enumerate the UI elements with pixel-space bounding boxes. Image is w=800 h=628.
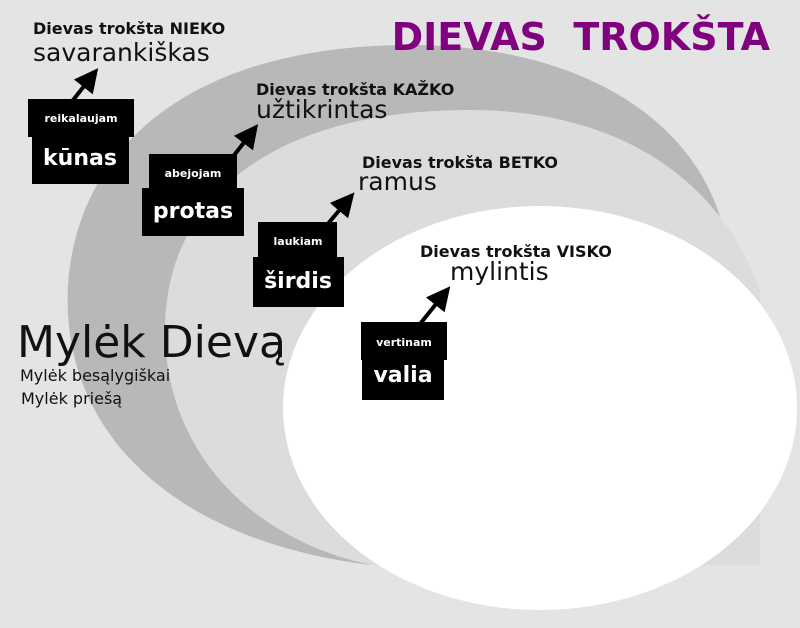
inner-ring <box>283 206 797 610</box>
box-title-sirdis: širdis <box>264 269 332 294</box>
box-title-protas: protas <box>153 199 233 224</box>
sub-line-priesa: Mylėk priešą <box>21 389 122 408</box>
box-sub-laukiam: laukiam <box>274 235 323 248</box>
level-value-uztikrintas: užtikrintas <box>256 95 387 124</box>
arrow-protas <box>230 124 259 160</box>
page-title: DIEVAS TROKŠTA <box>392 15 771 59</box>
box-sub-vertinam: vertinam <box>376 336 432 349</box>
box-title-kunas: kūnas <box>43 146 117 171</box>
level-value-savarankiskas: savarankiškas <box>33 38 210 67</box>
arrow-valia <box>418 286 451 326</box>
main-text-myl-dieva: Mylėk Dievą <box>17 317 286 368</box>
box-valia: vertinam valia <box>361 322 447 400</box>
level-value-ramus: ramus <box>358 167 437 196</box>
box-sub-reikalaujam: reikalaujam <box>44 112 117 125</box>
box-kunas: reikalaujam kūnas <box>28 99 134 184</box>
level-label-kazko: Dievas trokšta KAŽKO <box>256 80 454 99</box>
sub-line-besalygiskai: Mylėk besąlygiškai <box>20 366 170 385</box>
box-title-valia: valia <box>373 363 432 388</box>
level-label-visko: Dievas trokšta VISKO <box>420 242 612 261</box>
arrow-sirdis <box>324 192 355 228</box>
level-value-mylintis: mylintis <box>450 257 549 286</box>
box-sirdis: laukiam širdis <box>253 222 344 307</box>
level-label-betko: Dievas trokšta BETKO <box>362 153 558 172</box>
box-sub-abejojam: abejojam <box>165 167 222 180</box>
box-protas: abejojam protas <box>142 154 244 236</box>
level-label-nieko: Dievas trokšta NIEKO <box>33 19 225 38</box>
